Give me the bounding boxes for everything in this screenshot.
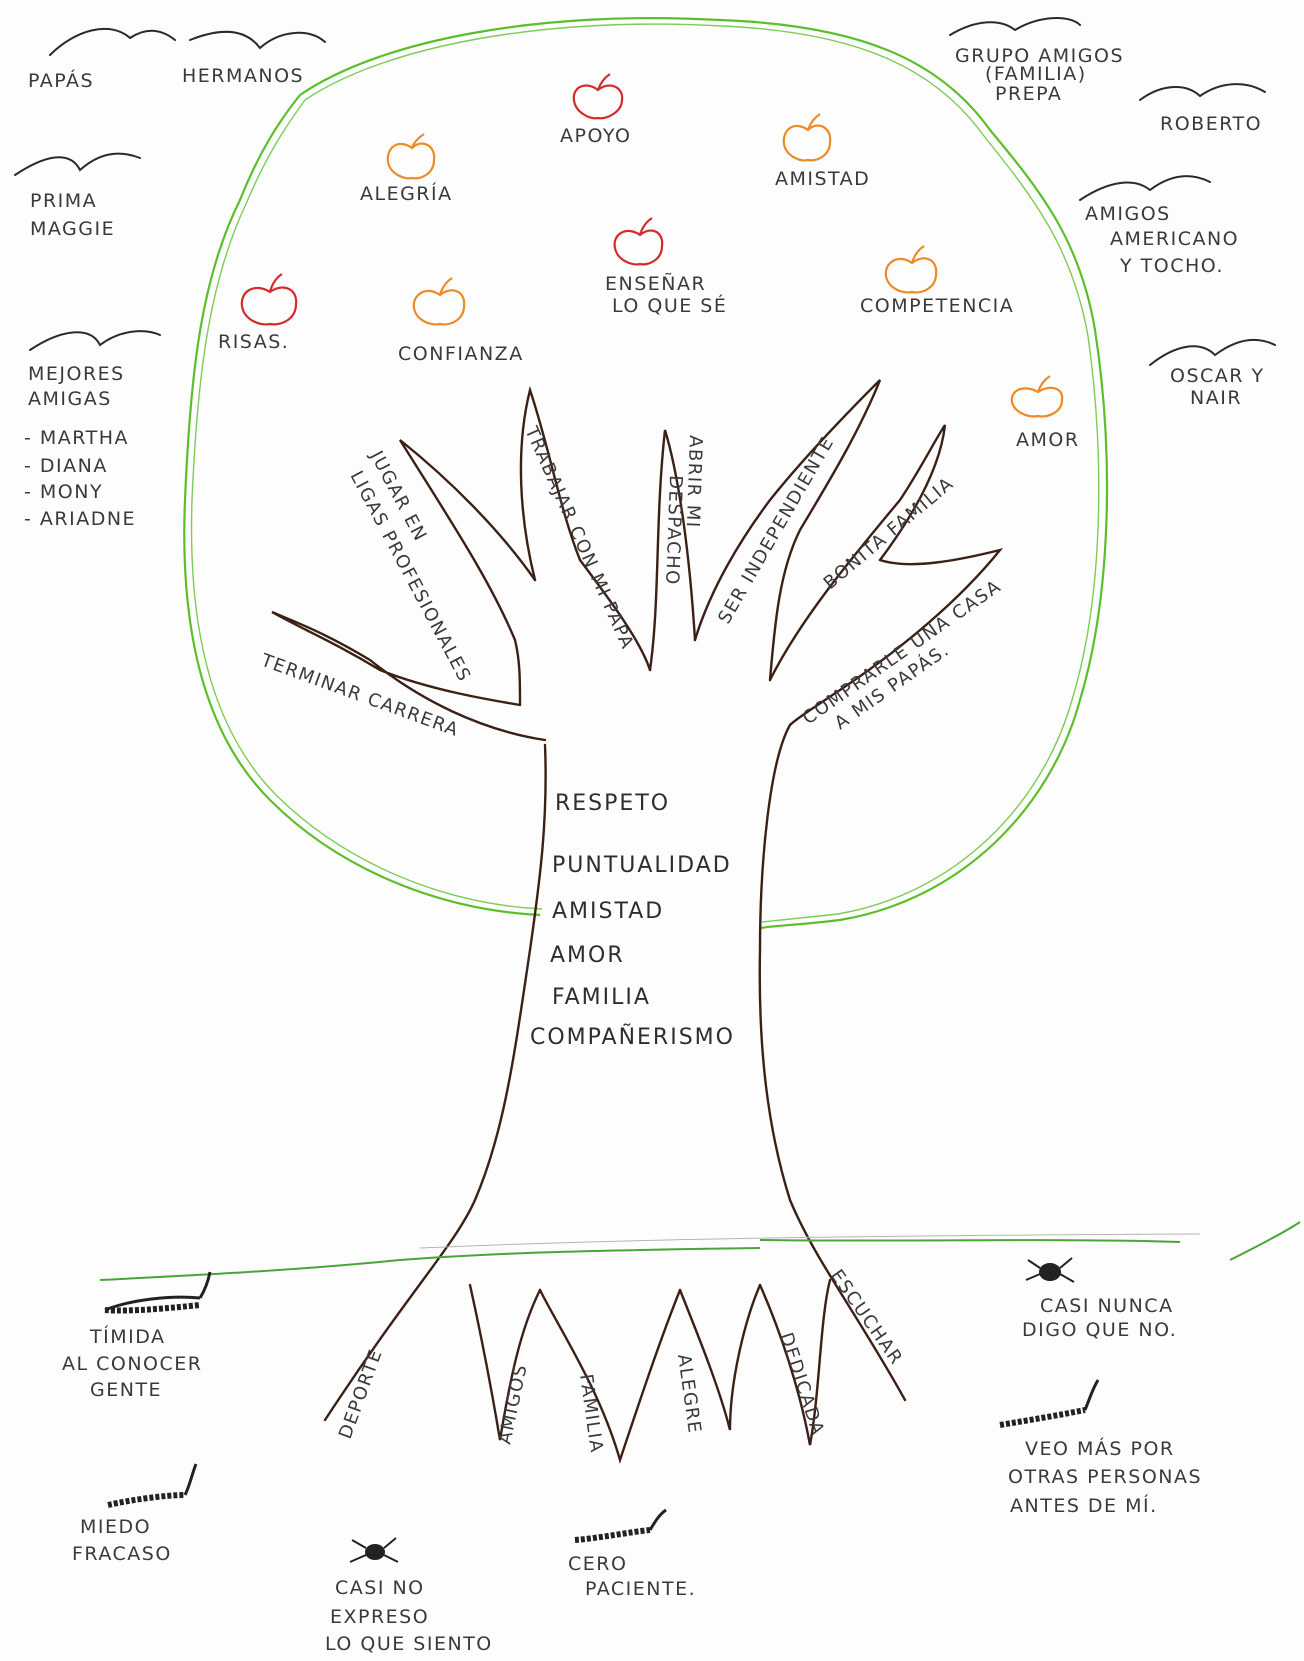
- bird-label-amigos: AMERICANO: [1110, 228, 1239, 250]
- bug-label-veo: ANTES DE MÍ.: [1010, 1494, 1158, 1517]
- bird-label-papas: PAPÁS: [28, 69, 94, 92]
- root-label-alegre: ALEGRE: [673, 1353, 705, 1436]
- fruit-label-competencia: COMPETENCIA: [860, 295, 1014, 317]
- branch-label-bonita: BONITA FAMILIA: [820, 473, 958, 594]
- branch-label-comprar: COMPRARLE UNA CASA: [799, 576, 1006, 729]
- trunk-value: COMPAÑERISMO: [530, 1023, 735, 1050]
- bird-label-grupo: PREPA: [995, 83, 1062, 105]
- fruit-label-confianza: CONFIANZA: [398, 343, 524, 365]
- bug-label-timida: AL CONOCER: [62, 1353, 203, 1375]
- bug-label-miedo: MIEDO: [80, 1516, 151, 1538]
- bug-label-paciente: PACIENTE.: [585, 1578, 696, 1600]
- tree-trunk: [271, 379, 1004, 1465]
- trunk-value: RESPETO: [555, 791, 670, 816]
- trunk-value: AMOR: [550, 943, 625, 968]
- root-label-escuchar: ESCUCHAR: [826, 1266, 907, 1369]
- bird-label-roberto: ROBERTO: [1160, 113, 1262, 135]
- fruit-label-amor: AMOR: [1016, 429, 1080, 451]
- bug-label-miedo: FRACASO: [72, 1543, 172, 1565]
- bird-icon: [1079, 175, 1211, 201]
- bugs: [104, 1257, 1100, 1563]
- apple-icon: [572, 73, 624, 120]
- bug-label-paciente: CERO: [568, 1553, 627, 1575]
- bird-label-friend: - ARIADNE: [24, 508, 136, 530]
- bird-icon: [1139, 83, 1266, 101]
- apple-icon: [1010, 375, 1064, 418]
- branch-label-abrir: ABRIR MI: [682, 435, 706, 529]
- fruit-label-risas: RISAS.: [218, 331, 289, 353]
- bird-icon: [29, 330, 161, 351]
- bird-labels: PAPÁS HERMANOS PRIMA MAGGIE MEJORES AMIG…: [24, 45, 1265, 530]
- bird-label-oscar: NAIR: [1190, 387, 1242, 409]
- trunk-value: AMISTAD: [552, 899, 664, 924]
- bug-label-nunca: CASI NUNCA: [1040, 1295, 1174, 1317]
- bird-label-prima: PRIMA: [30, 190, 97, 212]
- bird-label-prima: MAGGIE: [30, 218, 115, 240]
- fruit-label-amistad: AMISTAD: [775, 168, 870, 190]
- fruit-label-ensenar: ENSEÑAR: [605, 272, 706, 295]
- root-label-familia: FAMILIA: [575, 1373, 607, 1455]
- bird-icon: [14, 152, 141, 176]
- trunk-value: FAMILIA: [552, 985, 651, 1010]
- tree-canopy: [183, 17, 1109, 930]
- worm-icon: [107, 1463, 198, 1508]
- apple-icon: [613, 217, 664, 266]
- bird-label-grupo: GRUPO AMIGOS: [955, 45, 1124, 67]
- apples: [240, 73, 1064, 418]
- apple-icon: [240, 273, 298, 326]
- ground-line: [99, 1221, 1301, 1281]
- bird-label-amigos: Y TOCHO.: [1119, 255, 1224, 277]
- bird-label-mejores: AMIGAS: [28, 388, 112, 410]
- bug-label-veo: VEO MÁS POR: [1025, 1437, 1175, 1460]
- fruit-label-ensenar: LO QUE SÉ: [612, 294, 727, 317]
- fruit-labels: APOYO ALEGRÍA AMISTAD ENSEÑAR LO QUE SÉ …: [218, 125, 1080, 451]
- branch-label-abrir: DESPACHO: [661, 475, 686, 586]
- bug-label-nunca: DIGO QUE NO.: [1022, 1319, 1177, 1341]
- bird-label-oscar: OSCAR Y: [1170, 365, 1265, 387]
- trunk-values: RESPETO PUNTUALIDAD AMISTAD AMOR FAMILIA…: [530, 791, 735, 1050]
- bug-label-expreso: LO QUE SIENTO: [325, 1633, 493, 1655]
- bug-label-expreso: CASI NO: [335, 1577, 425, 1599]
- worm-icon: [999, 1379, 1100, 1428]
- worm-icon: [574, 1508, 667, 1543]
- worm-icon: [104, 1271, 212, 1314]
- bird-icon: [949, 17, 1081, 36]
- bug-labels: TÍMIDA AL CONOCER GENTE MIEDO FRACASO CA…: [62, 1295, 1202, 1655]
- bird-label-friend: - MONY: [24, 481, 103, 503]
- spider-icon: [349, 1537, 399, 1563]
- birds: [14, 17, 1276, 366]
- bird-label-friend: - MARTHA: [24, 427, 129, 449]
- bird-icon: [189, 30, 326, 50]
- bird-label-hermanos: HERMANOS: [182, 65, 304, 87]
- branch-label-trabajar: TRABAJAR CON MI PAPÁ: [520, 422, 639, 653]
- bug-label-expreso: EXPRESO: [330, 1606, 429, 1628]
- apple-icon: [884, 245, 938, 294]
- bird-label-friend: - DIANA: [24, 455, 108, 477]
- root-label-amigos: AMIGOS: [494, 1362, 532, 1446]
- bird-label-amigos: AMIGOS: [1085, 203, 1171, 225]
- bug-label-timida: GENTE: [90, 1379, 162, 1401]
- bird-label-mejores: MEJORES: [28, 363, 125, 385]
- bird-icon: [49, 28, 176, 56]
- spider-icon: [1025, 1257, 1075, 1283]
- fruit-label-apoyo: APOYO: [560, 125, 631, 147]
- trunk-value: PUNTUALIDAD: [552, 853, 732, 878]
- bug-label-veo: OTRAS PERSONAS: [1008, 1466, 1202, 1488]
- bird-label-grupo: (FAMILIA): [985, 63, 1087, 85]
- branch-labels: TERMINAR CARRERA JUGAR EN LIGAS PROFESIO…: [257, 422, 1005, 741]
- fruit-label-alegria: ALEGRÍA: [360, 182, 453, 205]
- apple-icon: [782, 113, 832, 162]
- bug-label-timida: TÍMIDA: [89, 1325, 166, 1348]
- branch-label-terminar: TERMINAR CARRERA: [257, 650, 462, 742]
- apple-icon: [386, 133, 436, 180]
- bird-icon: [1149, 338, 1276, 366]
- apple-icon: [412, 277, 466, 326]
- root-labels: DEPORTE AMIGOS FAMILIA ALEGRE DEDICADA E…: [335, 1266, 907, 1455]
